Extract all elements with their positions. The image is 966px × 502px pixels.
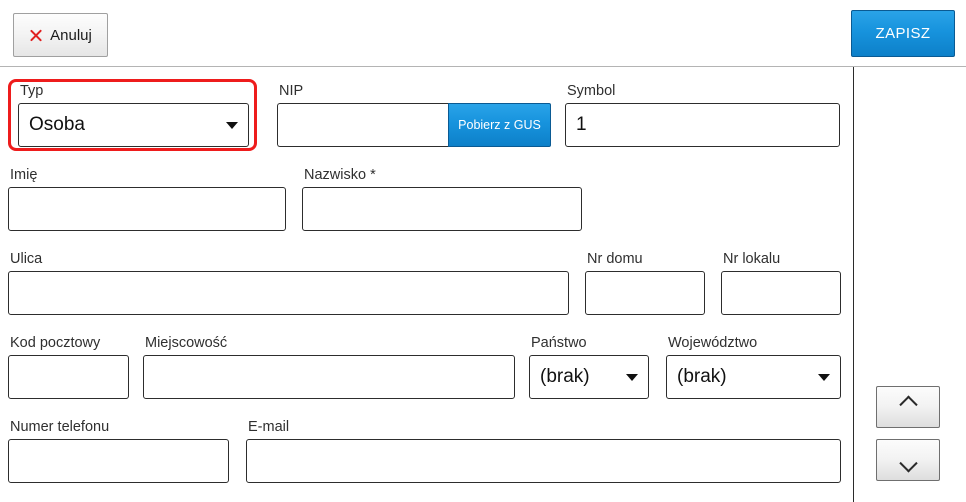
typ-select-value: Osoba	[29, 114, 85, 135]
chevron-down-icon	[818, 373, 830, 381]
chevron-down-icon	[898, 453, 918, 473]
wojewodztwo-select-value: (brak)	[677, 366, 727, 387]
field-numer-telefonu-label: Numer telefonu	[10, 419, 110, 435]
panstwo-select-value: (brak)	[540, 366, 590, 387]
side-panel	[854, 67, 966, 502]
nazwisko-input[interactable]	[302, 187, 582, 231]
field-imie: Imię	[8, 167, 286, 231]
scroll-up-button[interactable]	[876, 386, 940, 428]
field-symbol-label: Symbol	[567, 83, 616, 99]
symbol-input[interactable]: 1	[565, 103, 840, 147]
field-nr-lokalu: Nr lokalu	[721, 251, 841, 315]
field-nip: NIP Pobierz z GUS	[277, 83, 551, 147]
pane-divider	[853, 67, 854, 502]
field-nazwisko-label: Nazwisko *	[304, 167, 376, 183]
field-typ: Typ Osoba	[18, 83, 249, 147]
field-miejscowosc: Miejscowość	[143, 335, 515, 399]
field-email-label: E-mail	[248, 419, 290, 435]
nip-input[interactable]	[277, 103, 448, 147]
field-email: E-mail	[246, 419, 841, 483]
cancel-button-label: Anuluj	[50, 26, 92, 44]
email-input[interactable]	[246, 439, 841, 483]
field-panstwo-label: Państwo	[531, 335, 587, 351]
field-nazwisko: Nazwisko *	[302, 167, 582, 231]
field-nr-domu-label: Nr domu	[587, 251, 643, 267]
toolbar: Anuluj ZAPISZ	[0, 0, 966, 67]
scroll-down-button[interactable]	[876, 439, 940, 481]
save-button-label: ZAPISZ	[875, 25, 931, 42]
typ-select[interactable]: Osoba	[18, 103, 249, 147]
field-nr-domu: Nr domu	[585, 251, 705, 315]
field-panstwo: Państwo (brak)	[529, 335, 649, 399]
field-ulica-label: Ulica	[10, 251, 43, 267]
field-wojewodztwo: Województwo (brak)	[666, 335, 841, 399]
imie-input[interactable]	[8, 187, 286, 231]
field-nip-label: NIP	[279, 83, 304, 99]
save-button[interactable]: ZAPISZ	[851, 10, 955, 57]
field-ulica: Ulica	[8, 251, 569, 315]
field-wojewodztwo-label: Województwo	[668, 335, 758, 351]
field-miejscowosc-label: Miejscowość	[145, 335, 228, 351]
field-symbol: Symbol 1	[565, 83, 840, 147]
fetch-from-gus-button[interactable]: Pobierz z GUS	[448, 103, 551, 147]
nip-input-group: Pobierz z GUS	[277, 103, 551, 147]
chevron-down-icon	[226, 121, 238, 129]
field-kod-pocztowy: Kod pocztowy	[8, 335, 129, 399]
contact-form: Typ Osoba NIP Pobierz z GUS Symbol 1 Imi…	[0, 67, 853, 502]
nr-domu-input[interactable]	[585, 271, 705, 315]
field-typ-label: Typ	[20, 83, 44, 99]
ulica-input[interactable]	[8, 271, 569, 315]
nr-lokalu-input[interactable]	[721, 271, 841, 315]
field-nr-lokalu-label: Nr lokalu	[723, 251, 781, 267]
cancel-button[interactable]: Anuluj	[13, 13, 108, 57]
field-numer-telefonu: Numer telefonu	[8, 419, 229, 483]
chevron-down-icon	[626, 373, 638, 381]
panstwo-select[interactable]: (brak)	[529, 355, 649, 399]
chevron-up-icon	[898, 394, 918, 414]
kod-pocztowy-input[interactable]	[8, 355, 129, 399]
numer-telefonu-input[interactable]	[8, 439, 229, 483]
miejscowosc-input[interactable]	[143, 355, 515, 399]
field-imie-label: Imię	[10, 167, 38, 183]
wojewodztwo-select[interactable]: (brak)	[666, 355, 841, 399]
close-icon	[29, 28, 43, 42]
field-kod-pocztowy-label: Kod pocztowy	[10, 335, 101, 351]
